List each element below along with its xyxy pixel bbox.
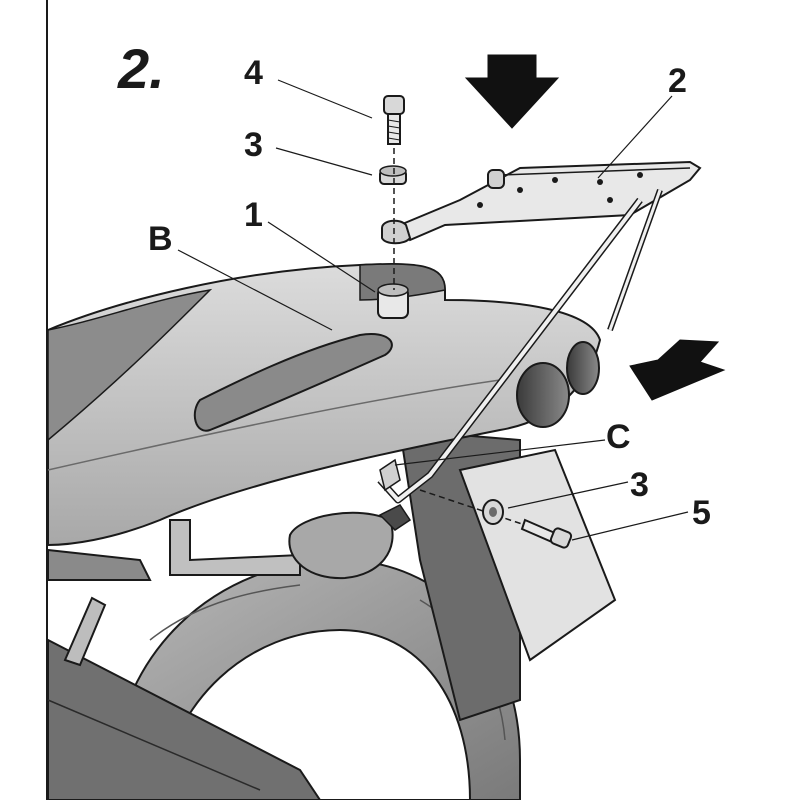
label-part-2: 2: [668, 62, 687, 100]
washer-part-3-side: [482, 499, 504, 525]
label-point-C: C: [606, 418, 631, 456]
seat-tail: [47, 263, 602, 547]
side-reflector: [63, 596, 107, 667]
spacer-part-1: [377, 283, 409, 319]
leader-lines: [177, 79, 689, 541]
label-part-3-side: 3: [630, 466, 649, 504]
rack-frame: [377, 160, 702, 504]
swing-arm: [47, 638, 322, 800]
washer-part-3-top: [379, 165, 407, 185]
label-part-4: 4: [244, 54, 263, 92]
bolt-part-5: [520, 518, 573, 549]
label-part-3-top: 3: [244, 126, 263, 164]
bolt-part-4: [383, 95, 405, 145]
label-point-B: B: [148, 220, 173, 258]
label-part-1: 1: [244, 196, 263, 234]
grab-handle-recess: [193, 333, 393, 432]
turn-signal: [288, 504, 412, 580]
step-number: 2.: [117, 37, 165, 100]
label-part-5: 5: [692, 494, 711, 532]
tail-lamps: [516, 341, 600, 428]
arrow-left-icon: [629, 339, 726, 401]
arrow-down-icon: [464, 54, 560, 129]
